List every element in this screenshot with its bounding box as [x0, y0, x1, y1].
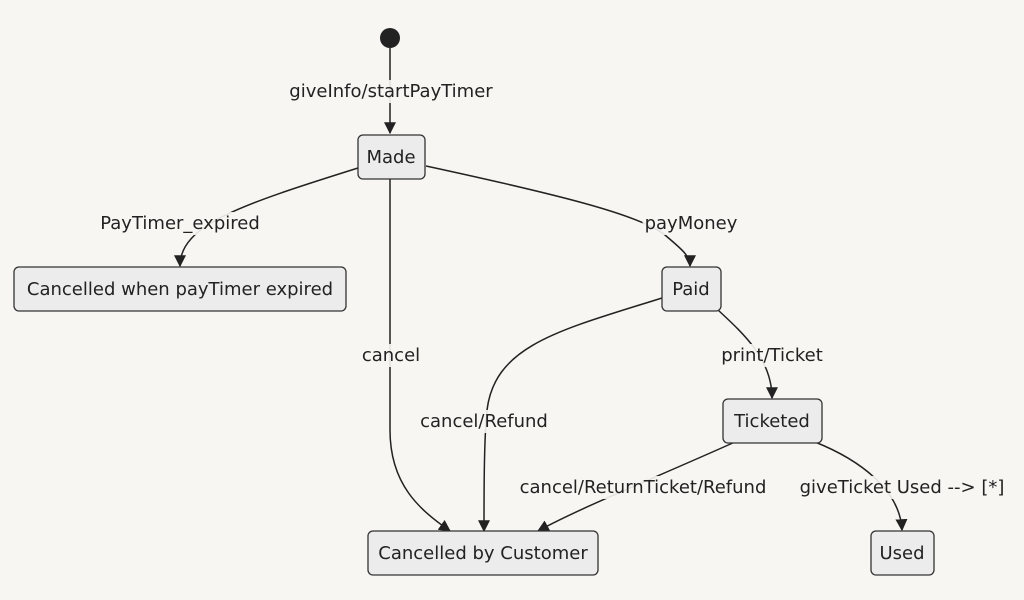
edge-label-background [287, 80, 496, 103]
edge-label-background [418, 410, 550, 433]
state-made: Made [357, 134, 426, 180]
state-ticketed: Ticketed [722, 398, 823, 444]
label-give-info: giveInfo/startPayTimer [289, 81, 493, 102]
edge-label-background [797, 476, 1007, 499]
state-used: Used [870, 530, 935, 576]
edge-label-background [517, 476, 769, 499]
state-made-label: Made [366, 147, 415, 168]
edge-label-background [359, 344, 423, 367]
state-cancelled-timer-label: Cancelled when payTimer expired [27, 279, 333, 300]
label-cancel-refund: cancel/Refund [420, 411, 548, 432]
initial-state-dot [380, 28, 400, 48]
edge-label-background [719, 344, 825, 367]
state-paid: Paid [661, 266, 722, 312]
state-cancelled-timer: Cancelled when payTimer expired [13, 266, 347, 312]
state-used-label: Used [879, 543, 924, 564]
state-paid-label: Paid [672, 279, 710, 300]
state-cancelled-customer-label: Cancelled by Customer [378, 543, 588, 564]
label-print-ticket: print/Ticket [721, 345, 823, 366]
label-cancel: cancel [362, 345, 420, 366]
state-cancelled-customer: Cancelled by Customer [367, 530, 599, 576]
edge-made-to-cancelled-customer [389, 179, 451, 532]
edge-label-background [642, 212, 740, 235]
state-ticketed-label: Ticketed [733, 411, 810, 432]
edge-label-background [98, 212, 262, 235]
label-cancel-return-refund: cancel/ReturnTicket/Refund [520, 477, 767, 498]
edge-paid-to-cancelled-customer [478, 297, 663, 533]
label-give-ticket-used: giveTicket Used --> [*] [800, 477, 1005, 498]
label-pay-timer-expired: PayTimer_expired [100, 213, 260, 234]
label-pay-money: payMoney [645, 213, 738, 234]
